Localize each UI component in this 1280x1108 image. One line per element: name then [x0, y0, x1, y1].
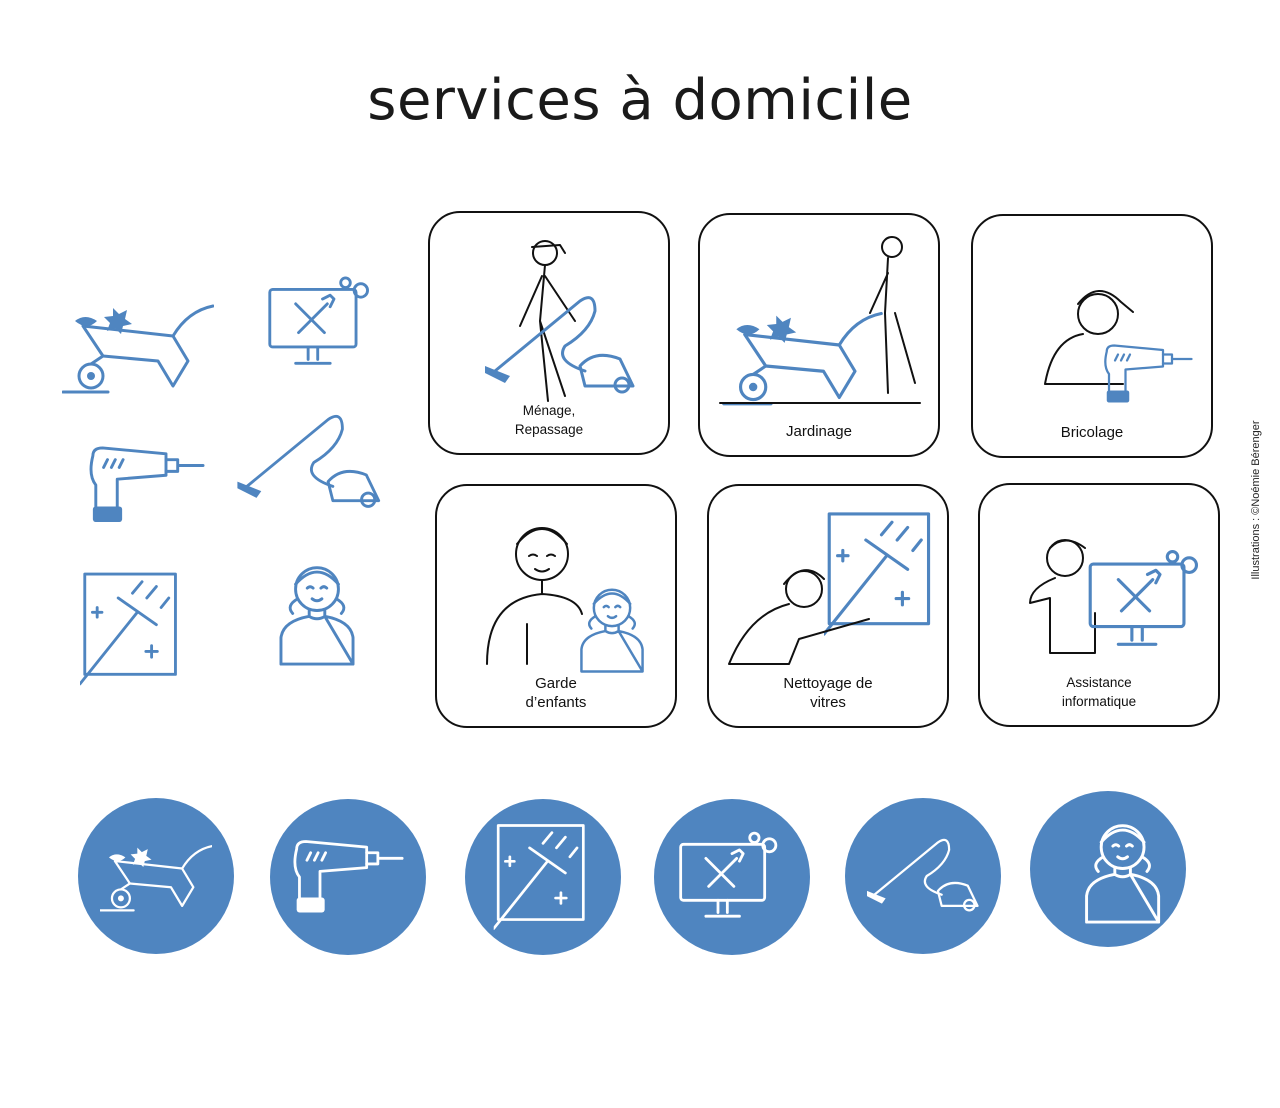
- drill-icon: [88, 446, 205, 524]
- service-card-nettoyage-vitres[interactable]: Nettoyage de vitres: [707, 484, 949, 728]
- vacuum-cleaner-circle-icon: [845, 798, 1001, 954]
- window-squeegee-icon: [728, 504, 931, 674]
- card-label: Assistance informatique: [1061, 675, 1137, 709]
- page-title: services à domicile: [367, 68, 913, 133]
- child-icon: [457, 504, 657, 674]
- drill-icon: [993, 234, 1193, 404]
- drill-circle-icon: [270, 799, 426, 955]
- wheelbarrow-icon: [719, 233, 921, 406]
- card-label: Garde d’enfants: [525, 675, 587, 711]
- card-label: Jardinage: [786, 423, 852, 440]
- wheelbarrow-circle-icon: [78, 798, 234, 954]
- computer-monitor-icon: [1000, 503, 1200, 673]
- service-card-menage[interactable]: Ménage, Repassage: [428, 211, 670, 455]
- service-card-garde-enfants[interactable]: Garde d’enfants: [435, 484, 677, 728]
- service-card-bricolage[interactable]: Bricolage: [971, 214, 1213, 458]
- vacuum-cleaner-icon: [234, 410, 384, 515]
- illustration-credit: Illustrations : ©Noémie Bérenger: [1250, 420, 1262, 580]
- wheelbarrow-icon: [62, 296, 214, 396]
- window-squeegee-circle-icon: [465, 799, 621, 955]
- window-squeegee-icon: [80, 568, 185, 690]
- card-label: Bricolage: [1060, 424, 1124, 441]
- child-circle-icon: [1030, 791, 1186, 947]
- card-label: Nettoyage de vitres: [783, 675, 873, 711]
- computer-monitor-circle-icon: [654, 799, 810, 955]
- child-icon: [278, 555, 356, 667]
- vacuum-cleaner-icon: [450, 231, 650, 402]
- service-card-assistance-informatique[interactable]: Assistance informatique: [978, 483, 1220, 727]
- card-label: Ménage, Repassage: [514, 403, 584, 437]
- service-card-jardinage[interactable]: Jardinage: [698, 213, 940, 457]
- computer-monitor-icon: [265, 275, 380, 371]
